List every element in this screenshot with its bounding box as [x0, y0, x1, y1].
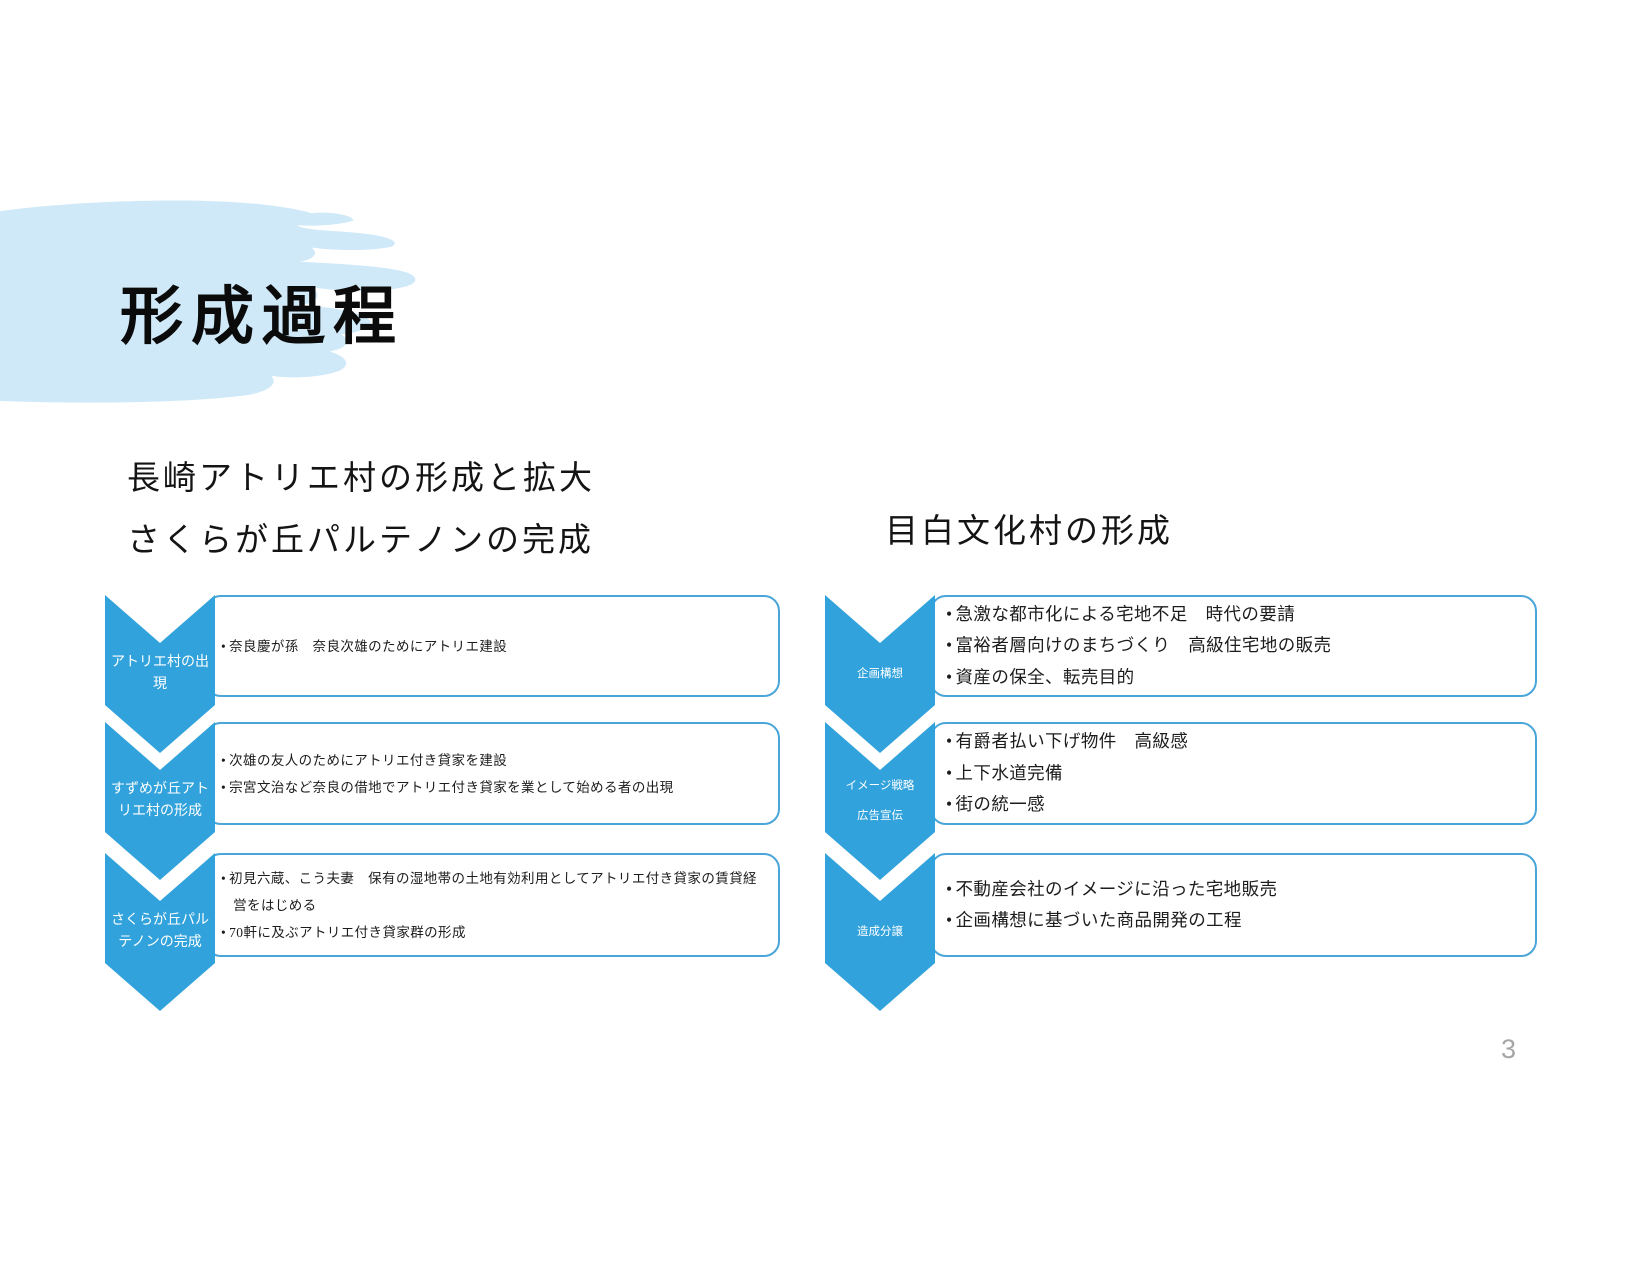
bullet-item: 急激な都市化による宅地不足 時代の要請	[946, 599, 1517, 631]
bullet-item: 富裕者層向けのまちづくり 高級住宅地の販売	[946, 630, 1517, 662]
chevron-step-label: アトリエ村の出現	[111, 655, 209, 692]
left-heading-line2: さくらが丘パルテノンの完成	[127, 523, 595, 559]
chevron-down-arrow: 企画構想	[825, 595, 935, 753]
step-box: 次雄の友人のためにアトリエ付き貸家を建設宗宮文治など奈良の借地でアトリエ付き貸家…	[205, 722, 780, 825]
left-heading-line1: 長崎アトリエ村の形成と拡大	[127, 461, 595, 497]
left-section-heading: 長崎アトリエ村の形成と拡大 さくらが丘パルテノンの完成	[127, 448, 595, 572]
bullet-item: 奈良慶が孫 奈良次雄のためにアトリエ建設	[221, 633, 760, 660]
chevron-step-label: すずめが丘アトリエ村の形成	[111, 782, 209, 819]
step-box: 奈良慶が孫 奈良次雄のためにアトリエ建設	[205, 595, 780, 697]
right-process-diagram: 急激な都市化による宅地不足 時代の要請富裕者層向けのまちづくり 高級住宅地の販売…	[825, 595, 1537, 1025]
step-box: 初見六蔵、こう夫妻 保有の湿地帯の土地有効利用としてアトリエ付き貸家の賃貸経営を…	[205, 853, 780, 957]
step-box: 不動産会社のイメージに沿った宅地販売企画構想に基づいた商品開発の工程	[930, 853, 1537, 957]
brush-stroke-decoration	[0, 200, 416, 403]
bullet-item: 資産の保全、転売目的	[946, 662, 1517, 694]
bullet-item: 街の統一感	[946, 789, 1517, 821]
bullet-item: 次雄の友人のためにアトリエ付き貸家を建設	[221, 747, 760, 774]
step-box: 急激な都市化による宅地不足 時代の要請富裕者層向けのまちづくり 高級住宅地の販売…	[930, 595, 1537, 697]
bullet-item: 不動産会社のイメージに沿った宅地販売	[946, 874, 1517, 906]
bullet-item: 70軒に及ぶアトリエ付き貸家群の形成	[221, 919, 760, 946]
bullet-item: 企画構想に基づいた商品開発の工程	[946, 905, 1517, 937]
step-box: 有爵者払い下げ物件 高級感上下水道完備街の統一感	[930, 722, 1537, 825]
chevron-down-arrow: アトリエ村の出現	[105, 595, 215, 753]
slide-title: 形成過程	[120, 282, 404, 352]
bullet-item: 宗宮文治など奈良の借地でアトリエ付き貸家を業として始める者の出現	[221, 774, 760, 801]
right-section-heading: 目白文化村の形成	[885, 514, 1173, 550]
chevron-step-label: 造成分譲	[857, 926, 903, 938]
bullet-item: 上下水道完備	[946, 758, 1517, 790]
chevron-step-label: さくらが丘パルテノンの完成	[111, 913, 209, 950]
left-process-diagram: 奈良慶が孫 奈良次雄のためにアトリエ建設アトリエ村の出現次雄の友人のためにアトリ…	[105, 595, 780, 1025]
bullet-item: 初見六蔵、こう夫妻 保有の湿地帯の土地有効利用としてアトリエ付き貸家の賃貸経営を…	[221, 865, 760, 919]
page-number: 3	[1501, 1034, 1517, 1064]
bullet-item: 有爵者払い下げ物件 高級感	[946, 726, 1517, 758]
chevron-step-label: 企画構想	[857, 668, 903, 680]
chevron-step-label: イメージ戦略 広告宣伝	[845, 780, 915, 822]
